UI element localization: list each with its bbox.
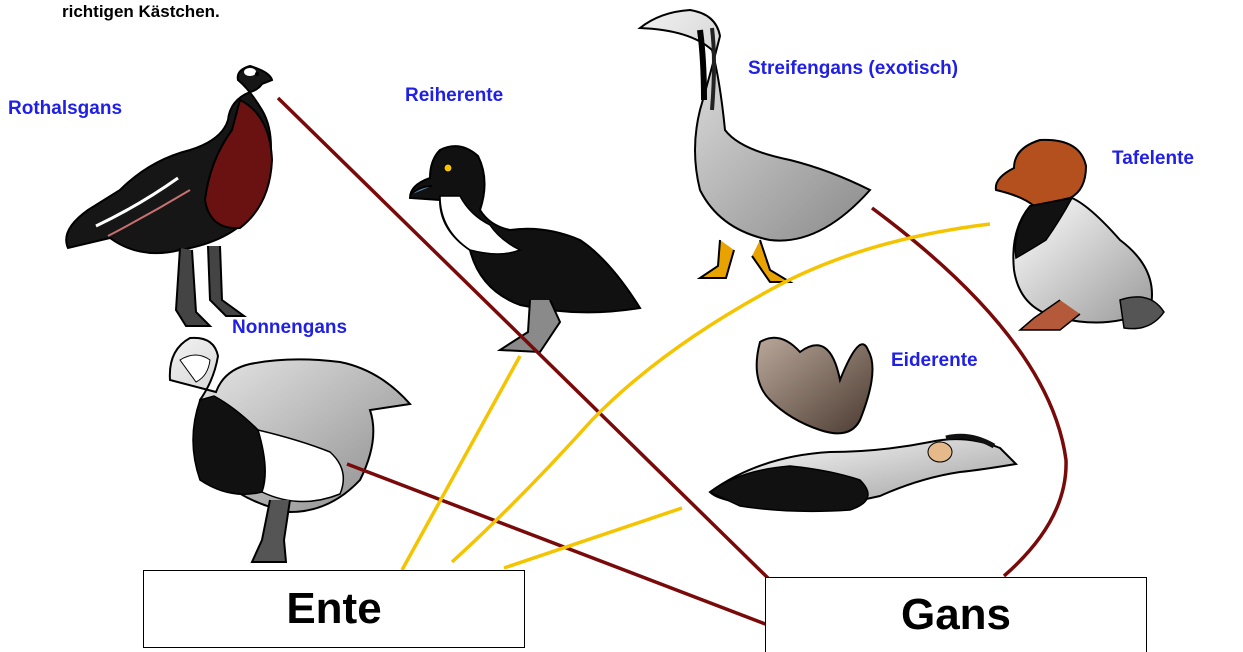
label-reiherente: Reiherente bbox=[405, 85, 503, 107]
label-eiderente: Eiderente bbox=[891, 350, 978, 372]
label-streifengans: Streifengans (exotisch) bbox=[748, 58, 958, 80]
box-gans[interactable]: Gans bbox=[765, 577, 1147, 652]
label-tafelente: Tafelente bbox=[1112, 148, 1194, 170]
line-rothalsgans-gans bbox=[278, 98, 770, 580]
line-reiherente-ente bbox=[402, 356, 520, 570]
box-ente[interactable]: Ente bbox=[143, 570, 525, 648]
label-rothalsgans: Rothalsgans bbox=[8, 98, 122, 120]
line-streifengans-gans bbox=[872, 208, 1066, 576]
line-tafelente-ente bbox=[452, 224, 990, 562]
label-nonnengans: Nonnengans bbox=[232, 317, 347, 339]
